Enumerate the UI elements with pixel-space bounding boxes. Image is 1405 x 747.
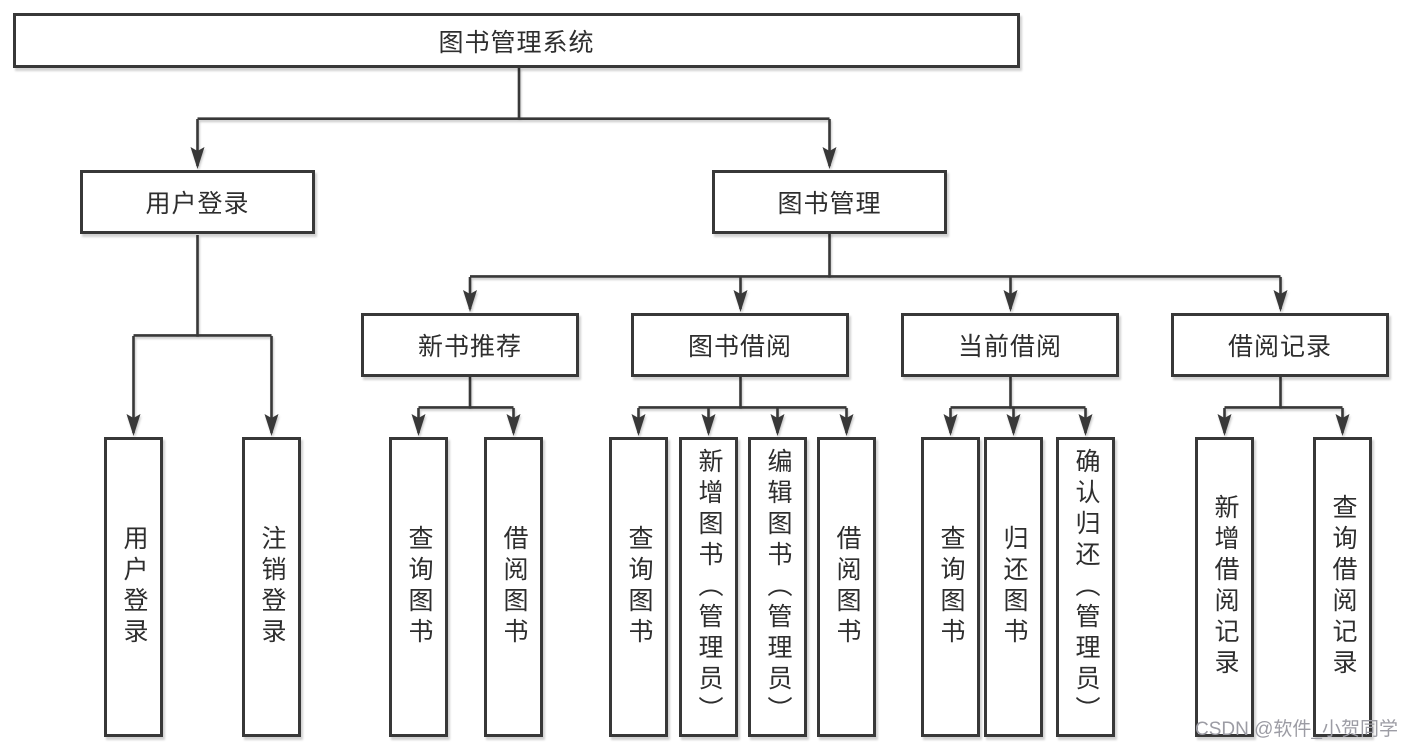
node-label: 新书推荐 (417, 333, 522, 361)
leaf-user-login: 用户登录 (104, 437, 163, 737)
leaf-label: 归还图书 (1000, 525, 1028, 649)
leaf-borrowing-add-books-admin: 新增图书（管理员） (679, 437, 738, 737)
leaf-logout: 注销登录 (242, 437, 301, 737)
leaf-current-return-books: 归还图书 (984, 437, 1043, 737)
leaf-label: 借阅图书 (500, 525, 528, 649)
csdn-watermark: CSDN @软件_小贺同学 (1195, 719, 1398, 740)
node-borrow-records: 借阅记录 (1171, 313, 1389, 377)
leaf-label: 查询图书 (625, 525, 653, 649)
leaf-records-query-borrow-record: 查询借阅记录 (1313, 437, 1372, 737)
node-label: 图书管理 (777, 190, 882, 218)
node-new-book-recommend: 新书推荐 (361, 313, 579, 377)
leaf-label: 查询图书 (937, 525, 965, 649)
leaf-borrowing-borrow-books: 借阅图书 (817, 437, 876, 737)
node-label: 图书借阅 (687, 333, 792, 361)
leaf-borrowing-query-books: 查询图书 (609, 437, 668, 737)
leaf-label: 新增图书（管理员） (695, 447, 723, 727)
node-library-management-system: 图书管理系统 (13, 13, 1020, 68)
leaf-label: 借阅图书 (833, 525, 861, 649)
node-label: 用户登录 (145, 190, 250, 218)
leaf-records-add-borrow-record: 新增借阅记录 (1195, 437, 1254, 737)
node-label: 当前借阅 (957, 333, 1062, 361)
leaf-recommend-query-books: 查询图书 (389, 437, 448, 737)
node-book-management: 图书管理 (712, 170, 947, 234)
leaf-label: 用户登录 (120, 525, 148, 649)
leaf-label: 新增借阅记录 (1211, 494, 1239, 680)
leaf-label: 注销登录 (258, 525, 286, 649)
leaf-label: 查询借阅记录 (1329, 494, 1357, 680)
leaf-borrowing-edit-books-admin: 编辑图书（管理员） (748, 437, 807, 737)
leaf-current-query-books: 查询图书 (921, 437, 980, 737)
node-book-borrowing: 图书借阅 (631, 313, 849, 377)
node-label: 借阅记录 (1227, 333, 1332, 361)
leaf-current-confirm-return-admin: 确认归还（管理员） (1056, 437, 1115, 737)
node-current-borrowing: 当前借阅 (901, 313, 1119, 377)
leaf-label: 编辑图书（管理员） (764, 447, 792, 727)
node-label: 图书管理系统 (438, 28, 595, 57)
node-user-login: 用户登录 (80, 170, 315, 234)
leaf-label: 查询图书 (405, 525, 433, 649)
leaf-recommend-borrow-books: 借阅图书 (484, 437, 543, 737)
leaf-label: 确认归还（管理员） (1072, 447, 1100, 727)
